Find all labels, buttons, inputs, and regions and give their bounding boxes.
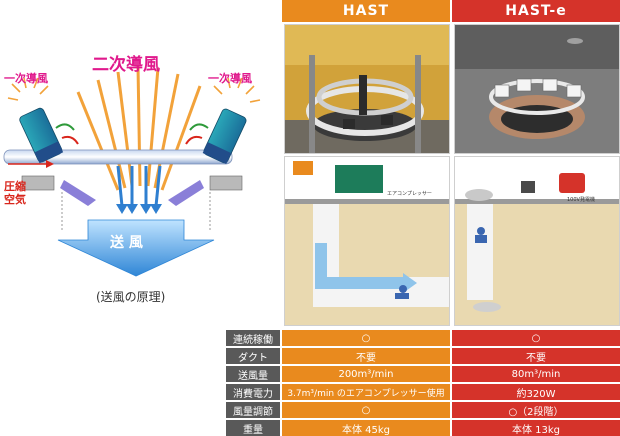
hast-power: 3.7m³/min のエアコンプレッサー使用 xyxy=(282,384,450,400)
compressed-air-line2: 空気 xyxy=(4,193,26,206)
hast-header: HAST xyxy=(282,0,450,22)
row-label-power: 消費電力 xyxy=(226,384,280,400)
hast-photo-image xyxy=(285,25,449,153)
hast-continuous-operation: ○ xyxy=(282,330,450,346)
hast-e-illustration: 100V発電機 xyxy=(454,156,620,326)
hast-illustration: エアコンプレッサー xyxy=(284,156,450,326)
hast-weight: 本体 45kg xyxy=(282,420,450,436)
spec-table: 連続稼働 ○ ○ ダクト 不要 不要 送風量 200m³/min 80m³/mi… xyxy=(226,330,620,436)
compressed-air-label: 圧縮 空気 xyxy=(4,180,26,206)
row-label-duct: ダクト xyxy=(226,348,280,364)
diagram-caption: (送風の原理) xyxy=(96,290,166,304)
blow-arrow xyxy=(57,219,215,277)
hast-duct: 不要 xyxy=(282,348,450,364)
hast-illustration-image: エアコンプレッサー xyxy=(285,157,449,325)
blowing-principle-diagram: 二次導風 一次導風 一次導風 圧縮 空気 送 風 (送風の原理) xyxy=(0,0,280,320)
hast-e-machine-label: 100V発電機 xyxy=(567,196,595,203)
secondary-air-rays xyxy=(76,65,202,191)
row-label-airflow-control: 風量調節 xyxy=(226,402,280,418)
principle-illustration xyxy=(3,65,261,277)
hast-e-photo xyxy=(454,24,620,154)
right-primary-air-label: 一次導風 xyxy=(208,72,252,85)
hast-e-weight: 本体 13kg xyxy=(452,420,620,436)
left-primary-air-label: 一次導風 xyxy=(4,72,48,85)
hast-airflow-control: ○ xyxy=(282,402,450,418)
hast-e-power: 約320W xyxy=(452,384,620,400)
left-nozzle xyxy=(19,107,64,164)
row-label-weight: 重量 xyxy=(226,420,280,436)
hast-e-airflow-control: ○（2段階） xyxy=(452,402,620,418)
hast-e-duct: 不要 xyxy=(452,348,620,364)
row-label-continuous-operation: 連続稼働 xyxy=(226,330,280,346)
diagram-title: 二次導風 xyxy=(92,55,160,75)
row-label-airflow: 送風量 xyxy=(226,366,280,382)
hast-machine-label: エアコンプレッサー xyxy=(387,191,432,197)
right-nozzle xyxy=(202,108,247,165)
hast-e-photo-image xyxy=(455,25,619,153)
downflow-arrows xyxy=(116,165,162,214)
air-pipe xyxy=(3,149,233,165)
hast-e-continuous-operation: ○ xyxy=(452,330,620,346)
hast-airflow: 200m³/min xyxy=(282,366,450,382)
hast-photo xyxy=(284,24,450,154)
hast-e-illustration-image: 100V発電機 xyxy=(455,157,619,325)
blow-label: 送 風 xyxy=(110,235,143,251)
hast-e-airflow: 80m³/min xyxy=(452,366,620,382)
compressed-air-line1: 圧縮 xyxy=(4,180,26,193)
hast-e-header: HAST-e xyxy=(452,0,620,22)
